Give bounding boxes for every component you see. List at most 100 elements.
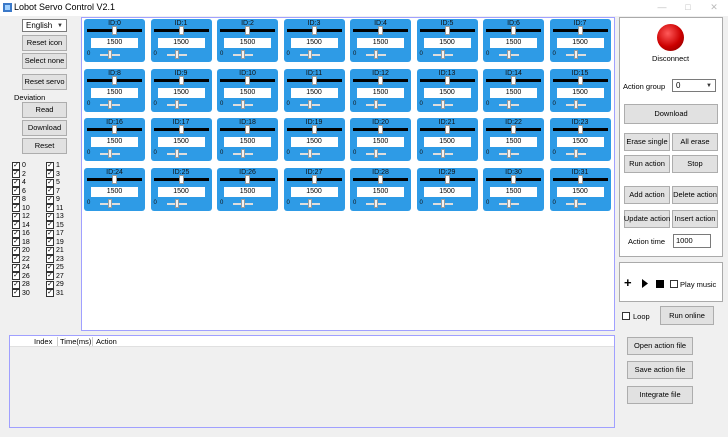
action-list[interactable]: Index Time(ms) Action — [9, 335, 615, 428]
position-value-field[interactable]: 1500 — [490, 137, 537, 147]
erase-single-button[interactable]: Erase single — [624, 133, 670, 151]
deviation-slider-thumb[interactable] — [573, 50, 578, 59]
servo-checkbox-item[interactable]: ✓25 — [46, 263, 64, 272]
position-value-field[interactable]: 1500 — [157, 137, 205, 147]
position-value-field[interactable]: 1500 — [290, 186, 338, 197]
position-slider-thumb[interactable] — [577, 125, 583, 134]
deviation-slider-thumb[interactable] — [440, 50, 445, 59]
checkbox-checked-icon[interactable]: ✓ — [46, 187, 54, 195]
checkbox-checked-icon[interactable]: ✓ — [12, 187, 20, 195]
servo-checkbox-item[interactable]: ✓17 — [46, 229, 64, 238]
checkbox-checked-icon[interactable]: ✓ — [46, 170, 54, 178]
checkbox-checked-icon[interactable]: ✓ — [46, 178, 54, 187]
play-icon[interactable] — [642, 279, 648, 290]
servo-checkbox-item[interactable]: ✓30 — [12, 289, 30, 298]
position-slider-thumb[interactable] — [444, 174, 450, 184]
position-slider-thumb[interactable] — [245, 125, 250, 134]
servo-checkbox-item[interactable]: ✓26 — [12, 272, 30, 281]
checkbox-checked-icon[interactable]: ✓ — [46, 280, 54, 289]
position-value-field[interactable]: 1500 — [423, 186, 471, 197]
reset-icon-button[interactable]: Reset icon — [22, 35, 67, 51]
servo-checkbox-item[interactable]: ✓6 — [12, 187, 26, 196]
servo-checkbox-item[interactable]: ✓29 — [46, 280, 64, 289]
position-value-field[interactable]: 1500 — [290, 38, 338, 48]
checkbox-checked-icon[interactable]: ✓ — [46, 238, 54, 246]
checkbox-checked-icon[interactable]: ✓ — [46, 246, 54, 255]
download-button[interactable]: Download — [624, 104, 718, 124]
position-value-field[interactable]: 1500 — [290, 137, 338, 147]
servo-checkbox-item[interactable]: ✓1 — [46, 161, 60, 170]
checkbox-checked-icon[interactable]: ✓ — [12, 212, 20, 221]
servo-checkbox-item[interactable]: ✓27 — [46, 272, 64, 281]
position-value-field[interactable]: 1500 — [556, 186, 604, 197]
checkbox-checked-icon[interactable]: ✓ — [12, 289, 20, 297]
deviation-slider-thumb[interactable] — [440, 149, 445, 158]
servo-checkbox-item[interactable]: ✓19 — [46, 238, 64, 247]
loop-checkbox[interactable] — [622, 312, 630, 320]
checkbox-checked-icon[interactable]: ✓ — [46, 229, 54, 238]
download-deviation-button[interactable]: Download — [22, 120, 67, 136]
position-slider-thumb[interactable] — [311, 26, 317, 35]
checkbox-checked-icon[interactable]: ✓ — [12, 246, 20, 255]
position-slider-thumb[interactable] — [178, 174, 184, 184]
position-value-field[interactable]: 1500 — [91, 38, 138, 48]
position-slider-thumb[interactable] — [245, 75, 250, 85]
language-select[interactable]: English ▼ — [22, 19, 67, 32]
position-value-field[interactable]: 1500 — [556, 87, 604, 98]
deviation-slider-thumb[interactable] — [108, 99, 112, 109]
deviation-slider-thumb[interactable] — [241, 149, 245, 158]
deviation-slider-thumb[interactable] — [174, 99, 179, 109]
position-slider-thumb[interactable] — [178, 125, 184, 134]
stop-icon[interactable] — [656, 280, 664, 288]
position-slider-thumb[interactable] — [112, 26, 117, 35]
open-action-file-button[interactable]: Open action file — [627, 337, 693, 355]
position-slider-thumb[interactable] — [577, 75, 583, 85]
position-slider-thumb[interactable] — [178, 75, 184, 85]
all-erase-button[interactable]: All erase — [672, 133, 718, 151]
deviation-slider-thumb[interactable] — [573, 149, 578, 158]
checkbox-checked-icon[interactable]: ✓ — [12, 263, 20, 272]
column-header-action[interactable]: Action — [96, 337, 117, 346]
servo-checkbox-item[interactable]: ✓28 — [12, 280, 30, 289]
deviation-slider-thumb[interactable] — [108, 198, 112, 208]
deviation-slider-thumb[interactable] — [507, 198, 511, 208]
servo-checkbox-item[interactable]: ✓23 — [46, 255, 64, 264]
maximize-icon[interactable]: □ — [685, 2, 691, 12]
checkbox-checked-icon[interactable]: ✓ — [12, 221, 20, 229]
position-slider-thumb[interactable] — [112, 125, 117, 134]
deviation-slider-thumb[interactable] — [374, 50, 378, 59]
deviation-slider-thumb[interactable] — [174, 149, 179, 158]
deviation-slider-thumb[interactable] — [307, 99, 312, 109]
servo-checkbox-item[interactable]: ✓5 — [46, 178, 60, 187]
reset-deviation-button[interactable]: Reset — [22, 138, 67, 154]
checkbox-checked-icon[interactable]: ✓ — [12, 280, 20, 289]
servo-checkbox-item[interactable]: ✓14 — [12, 221, 30, 230]
position-value-field[interactable]: 1500 — [224, 87, 271, 98]
position-value-field[interactable]: 1500 — [423, 87, 471, 98]
deviation-slider-thumb[interactable] — [174, 198, 179, 208]
position-slider-thumb[interactable] — [378, 75, 383, 85]
position-slider-thumb[interactable] — [378, 26, 383, 35]
position-value-field[interactable]: 1500 — [91, 186, 138, 197]
position-value-field[interactable]: 1500 — [423, 137, 471, 147]
position-slider-thumb[interactable] — [178, 26, 184, 35]
servo-checkbox-item[interactable]: ✓12 — [12, 212, 30, 221]
position-slider-thumb[interactable] — [245, 174, 250, 184]
servo-checkbox-item[interactable]: ✓22 — [12, 255, 30, 264]
servo-checkbox-item[interactable]: ✓3 — [46, 170, 60, 179]
checkbox-checked-icon[interactable]: ✓ — [12, 204, 20, 212]
position-slider-thumb[interactable] — [577, 26, 583, 35]
servo-checkbox-item[interactable]: ✓16 — [12, 229, 30, 238]
position-slider-thumb[interactable] — [577, 174, 583, 184]
deviation-slider-thumb[interactable] — [374, 99, 378, 109]
deviation-slider-thumb[interactable] — [174, 50, 179, 59]
deviation-slider-thumb[interactable] — [440, 198, 445, 208]
checkbox-checked-icon[interactable]: ✓ — [12, 229, 20, 238]
position-value-field[interactable]: 1500 — [556, 137, 604, 147]
deviation-slider-thumb[interactable] — [374, 198, 378, 208]
deviation-slider-thumb[interactable] — [507, 50, 511, 59]
deviation-slider-thumb[interactable] — [241, 198, 245, 208]
deviation-slider-thumb[interactable] — [573, 198, 578, 208]
insert-action-button[interactable]: Insert action — [672, 210, 718, 228]
servo-checkbox-item[interactable]: ✓21 — [46, 246, 64, 255]
